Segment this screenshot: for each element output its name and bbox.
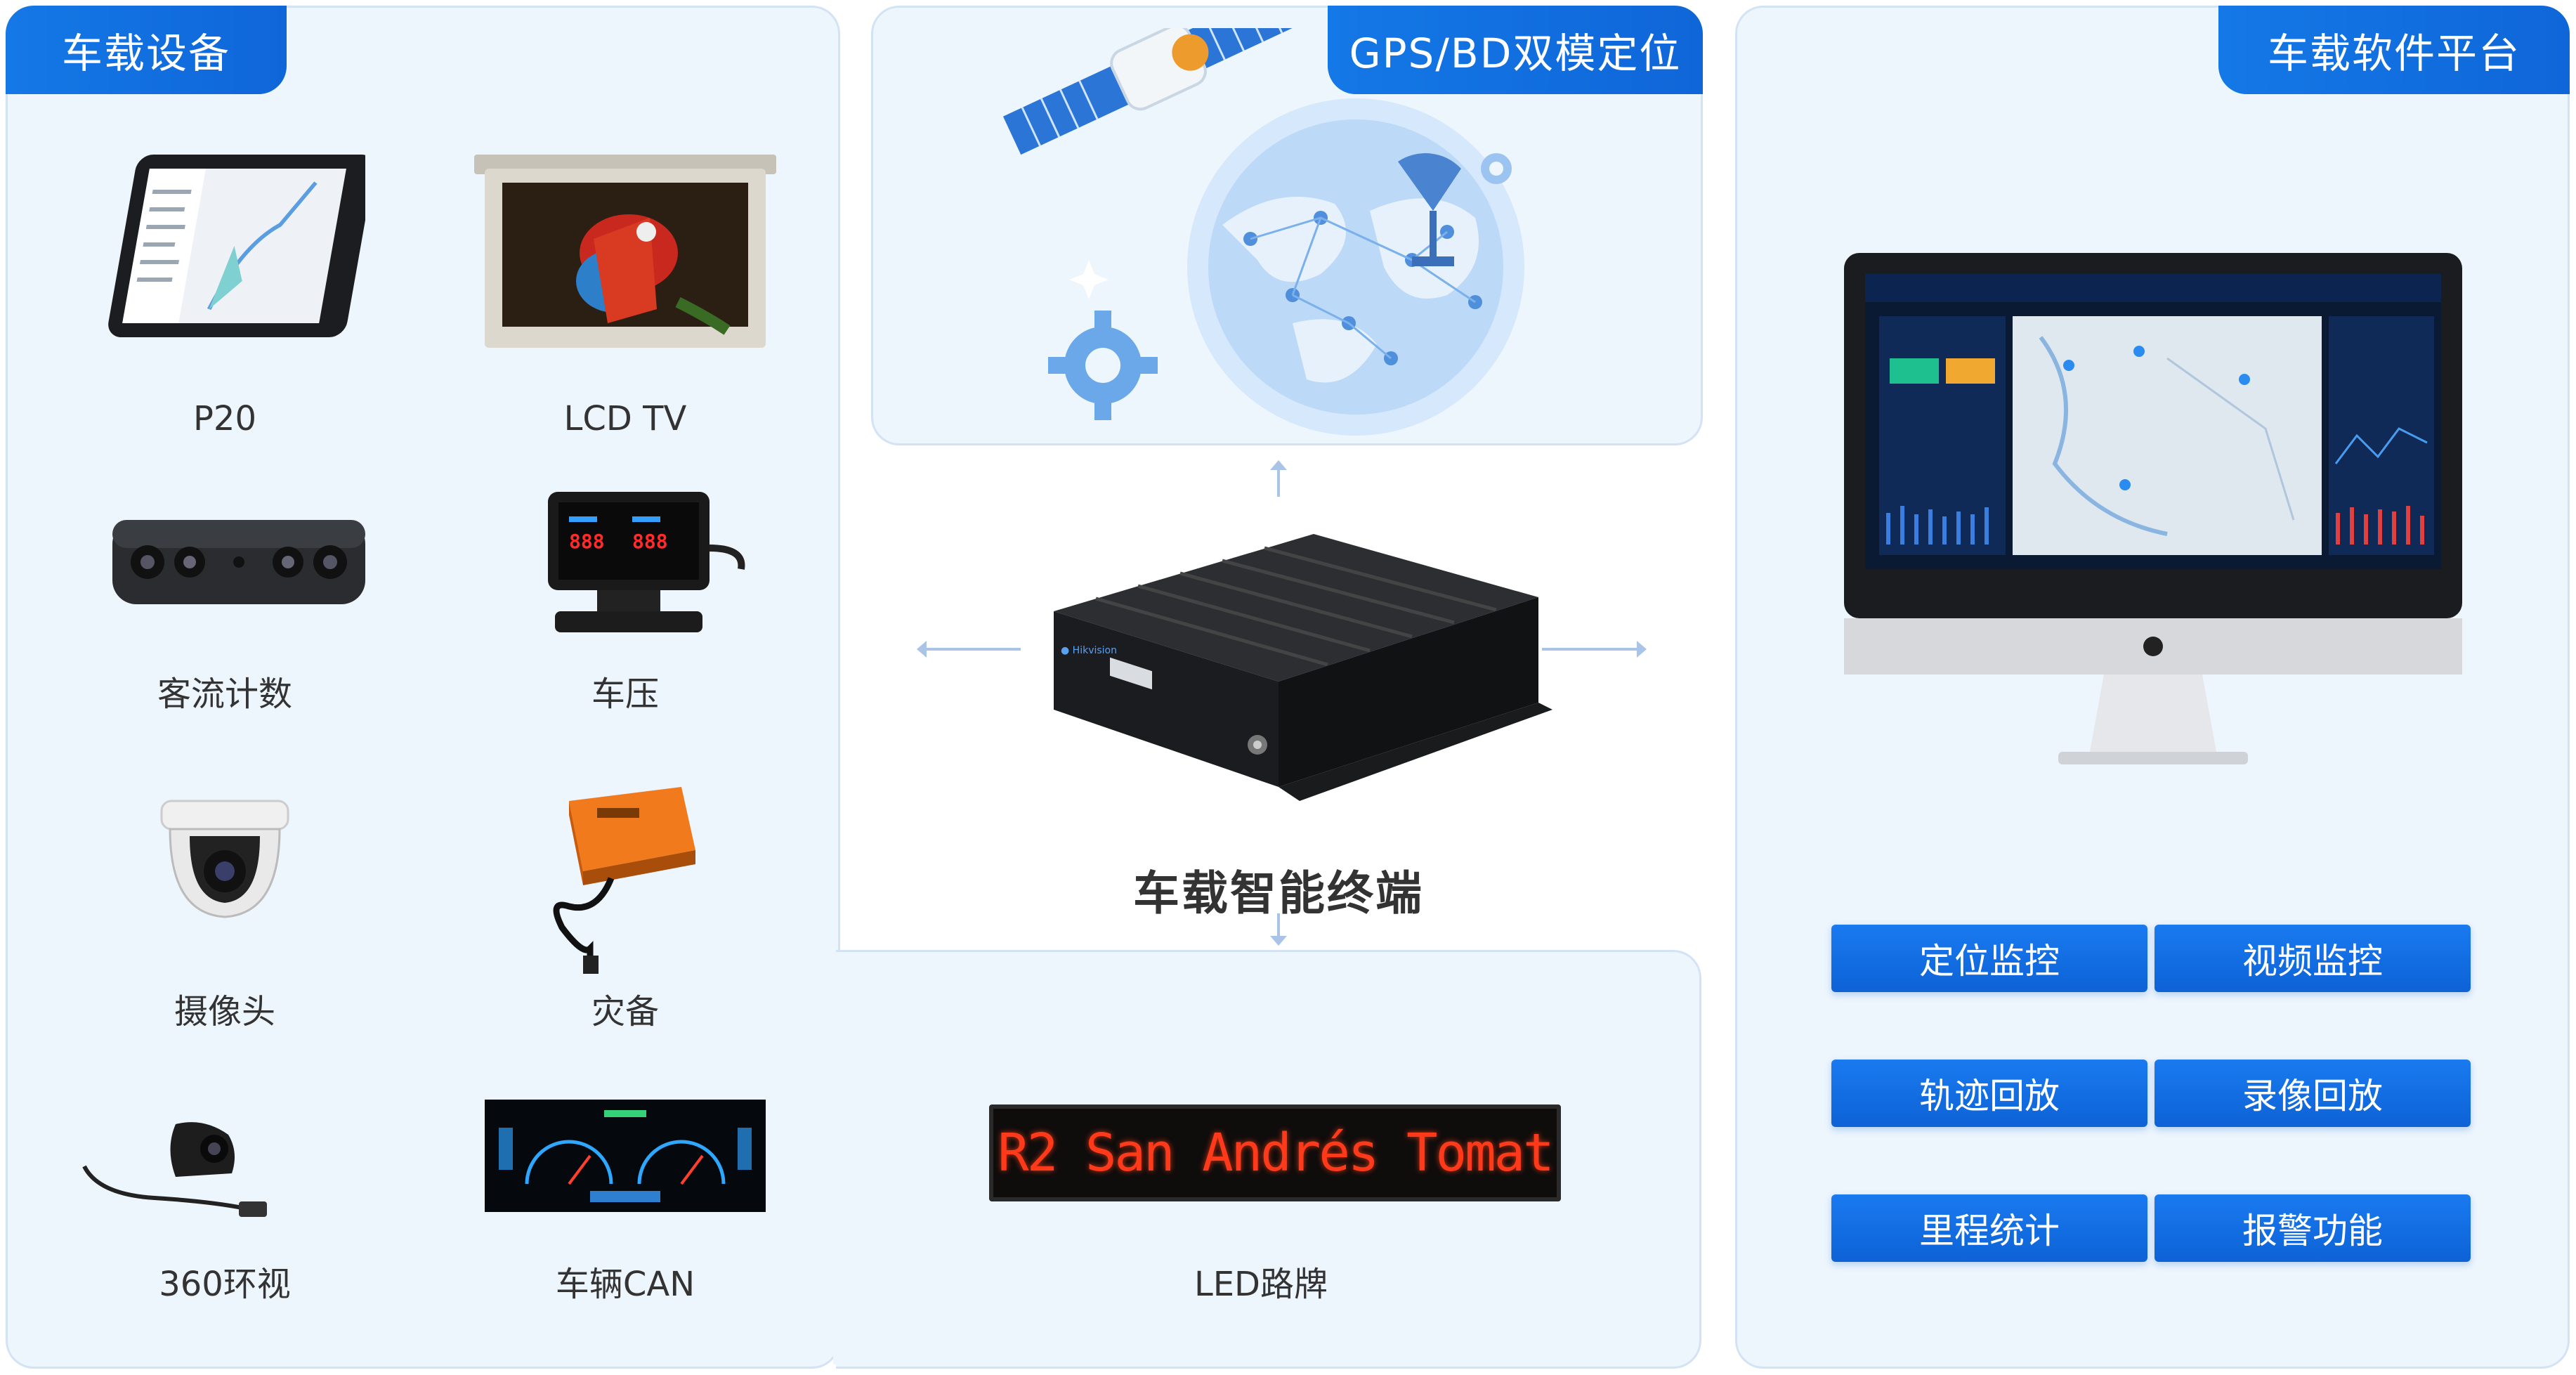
- device-label-black-box: 灾备: [591, 992, 659, 1031]
- monitor-icon: [1844, 253, 2462, 776]
- black-box-icon: [541, 773, 710, 979]
- panel-joint: [833, 954, 843, 1364]
- globe-illustration: [927, 0, 1560, 438]
- led-sign-text: R2 San Andrés Tomat: [998, 1123, 1554, 1183]
- svg-text:● Hikvision: ● Hikvision: [1061, 645, 1117, 656]
- vehicle-terminal-icon: ● Hikvision: [1033, 492, 1552, 846]
- function-track-playback-button[interactable]: 轨迹回放: [1831, 1060, 2147, 1127]
- vehicle-devices-title: 车载设备: [6, 6, 287, 94]
- device-label-tire-pressure: 车压: [591, 675, 659, 714]
- software-platform-title: 车载软件平台: [2218, 6, 2570, 94]
- arrow-left-head: [917, 641, 927, 658]
- tire-pressure-icon: 888 888: [541, 485, 752, 642]
- passenger-counter-icon: [105, 506, 372, 621]
- device-label-surround-camera: 360环视: [159, 1265, 291, 1304]
- device-label-can: 车辆CAN: [555, 1265, 695, 1304]
- device-label-lcd-tv: LCD TV: [563, 399, 687, 438]
- lcd-tv-icon: [467, 148, 783, 361]
- led-sign: R2 San Andrés Tomat: [989, 1104, 1561, 1201]
- function-video-monitor-button[interactable]: 视频监控: [2155, 925, 2471, 992]
- arrow-up: [1277, 467, 1280, 497]
- dome-camera-icon: [155, 794, 295, 930]
- function-positioning-button[interactable]: 定位监控: [1831, 925, 2147, 992]
- arrow-right: [1542, 648, 1637, 651]
- arrow-down: [1277, 913, 1280, 937]
- function-alarm-button[interactable]: 报警功能: [2155, 1194, 2471, 1262]
- arrow-up-head: [1270, 460, 1287, 470]
- device-label-camera: 摄像头: [174, 992, 275, 1031]
- svg-text:888: 888: [632, 530, 668, 553]
- device-label-p20: P20: [192, 399, 257, 438]
- function-mileage-button[interactable]: 里程统计: [1831, 1194, 2147, 1262]
- arrow-right-head: [1637, 641, 1647, 658]
- svg-text:888: 888: [569, 530, 605, 553]
- function-video-playback-button[interactable]: 录像回放: [2155, 1060, 2471, 1127]
- led-label: LED路牌: [1194, 1265, 1328, 1304]
- vehicle-terminal-label: 车载智能终端: [1133, 866, 1424, 920]
- dashboard-icon: [485, 1100, 766, 1215]
- tablet-icon: [98, 141, 374, 354]
- arrow-down-head: [1270, 936, 1287, 946]
- device-label-passenger-counter: 客流计数: [157, 675, 292, 714]
- arrow-left: [926, 648, 1021, 651]
- gps-panel-title: GPS/BD双模定位: [1328, 6, 1703, 94]
- surround-camera-icon: [70, 1103, 281, 1232]
